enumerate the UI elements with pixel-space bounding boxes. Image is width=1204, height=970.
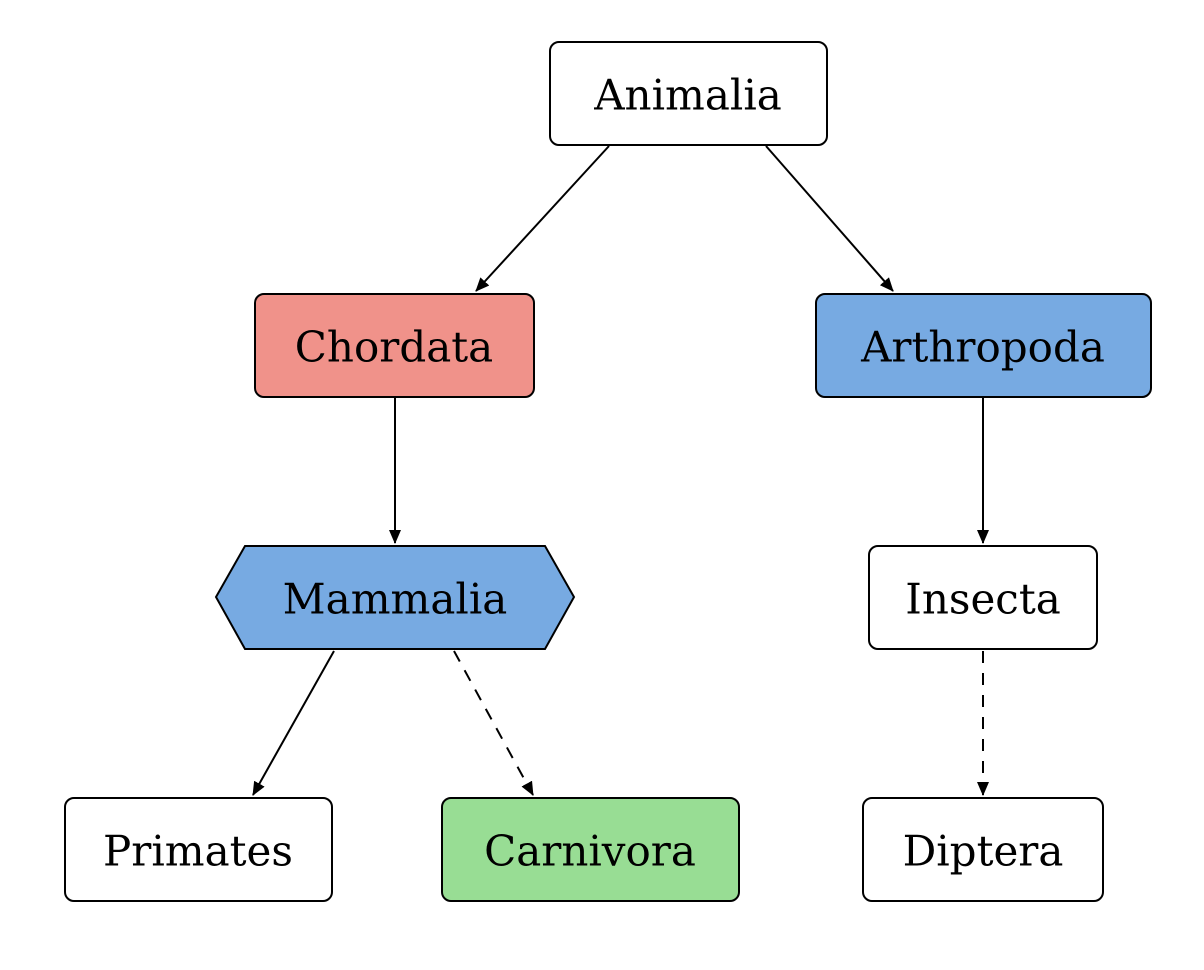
node-diptera-label: Diptera <box>903 827 1064 876</box>
node-animalia-box <box>549 41 828 146</box>
node-primates[interactable]: Primates <box>64 797 333 902</box>
node-primates-box <box>64 797 333 902</box>
node-arthropoda-box <box>815 293 1152 398</box>
node-arthropoda[interactable]: Arthropoda <box>815 293 1152 398</box>
edge-animalia-chordata <box>475 145 610 292</box>
edges <box>252 145 989 796</box>
node-chordata-box <box>254 293 535 398</box>
node-carnivora[interactable]: Carnivora <box>441 797 740 902</box>
node-chordata[interactable]: Chordata <box>254 293 535 398</box>
node-mammalia-label: Mammalia <box>283 575 508 624</box>
node-animalia[interactable]: Animalia <box>549 41 828 146</box>
edge-mammalia-primates <box>252 650 335 796</box>
node-insecta-box <box>868 545 1098 650</box>
node-mammalia-hexagon <box>214 545 576 650</box>
node-insecta-label: Insecta <box>905 575 1061 624</box>
node-carnivora-label: Carnivora <box>484 827 696 876</box>
node-carnivora-box <box>441 797 740 902</box>
edge-mammalia-carnivora <box>453 650 534 796</box>
node-animalia-label: Animalia <box>593 71 782 120</box>
node-primates-label: Primates <box>103 827 293 876</box>
node-insecta[interactable]: Insecta <box>868 545 1098 650</box>
node-arthropoda-label: Arthropoda <box>860 323 1105 372</box>
node-chordata-label: Chordata <box>295 323 493 372</box>
edge-animalia-arthropoda <box>765 145 894 292</box>
node-diptera-box <box>862 797 1104 902</box>
node-diptera[interactable]: Diptera <box>862 797 1104 902</box>
node-mammalia[interactable]: Mammalia <box>214 545 576 650</box>
